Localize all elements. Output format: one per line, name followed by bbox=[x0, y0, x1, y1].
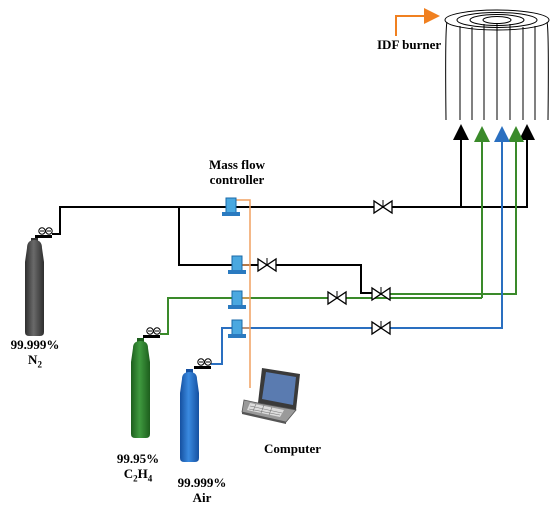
n2-cylinder bbox=[25, 238, 44, 336]
signal-line bbox=[236, 199, 251, 388]
valve-n2-branch[interactable] bbox=[257, 257, 277, 273]
air-name: Air bbox=[192, 490, 212, 505]
c2h4-formula-h: H bbox=[137, 466, 148, 481]
mfc-label-line1: Mass flow bbox=[209, 157, 265, 172]
regulator-air bbox=[194, 358, 212, 369]
mfc-c2h4 bbox=[228, 290, 246, 309]
air-cylinder bbox=[180, 369, 199, 462]
c2h4-formula: C2H4 bbox=[103, 466, 173, 487]
mfc-label-line2: controller bbox=[209, 172, 265, 187]
computer-label: Computer bbox=[264, 441, 322, 456]
valve-air[interactable] bbox=[371, 320, 391, 336]
regulator-n2 bbox=[35, 227, 53, 238]
n2-formula-sub: 2 bbox=[37, 359, 42, 370]
idf-burner bbox=[444, 9, 550, 121]
c2h4-purity: 99.95% bbox=[116, 451, 160, 466]
n2-lines bbox=[52, 133, 528, 294]
n2-formula-base: N bbox=[28, 352, 38, 367]
computer-icon bbox=[241, 368, 300, 424]
n2-formula: N2 bbox=[0, 352, 70, 373]
air-label: 99.999% Air bbox=[162, 475, 242, 505]
n2-purity: 99.999% bbox=[10, 337, 60, 352]
c2h4-formula-sub-c: 2 bbox=[133, 473, 138, 484]
c2h4-formula-sub-h: 4 bbox=[147, 473, 153, 484]
c2h4-lines bbox=[160, 140, 517, 335]
mfc-air bbox=[228, 319, 246, 338]
mfc-n2-main bbox=[222, 197, 240, 216]
c2h4-formula-c: C bbox=[123, 466, 134, 481]
c2h4-cylinder bbox=[131, 338, 150, 438]
air-lines bbox=[211, 140, 503, 365]
valve-n2-main[interactable] bbox=[373, 199, 393, 215]
air-purity: 99.999% bbox=[177, 475, 227, 490]
burner-feed-arrow bbox=[395, 8, 440, 36]
regulator-c2h4 bbox=[143, 327, 161, 338]
n2-label: 99.999% N2 bbox=[0, 337, 70, 373]
mfc-n2-branch bbox=[228, 255, 246, 274]
valve-mix[interactable] bbox=[371, 286, 391, 302]
c2h4-label: 99.95% C2H4 bbox=[103, 451, 173, 487]
mfc-label: Mass flow controller bbox=[197, 157, 277, 187]
valve-c2h4[interactable] bbox=[327, 290, 347, 306]
burner-label: IDF burner bbox=[377, 37, 442, 52]
